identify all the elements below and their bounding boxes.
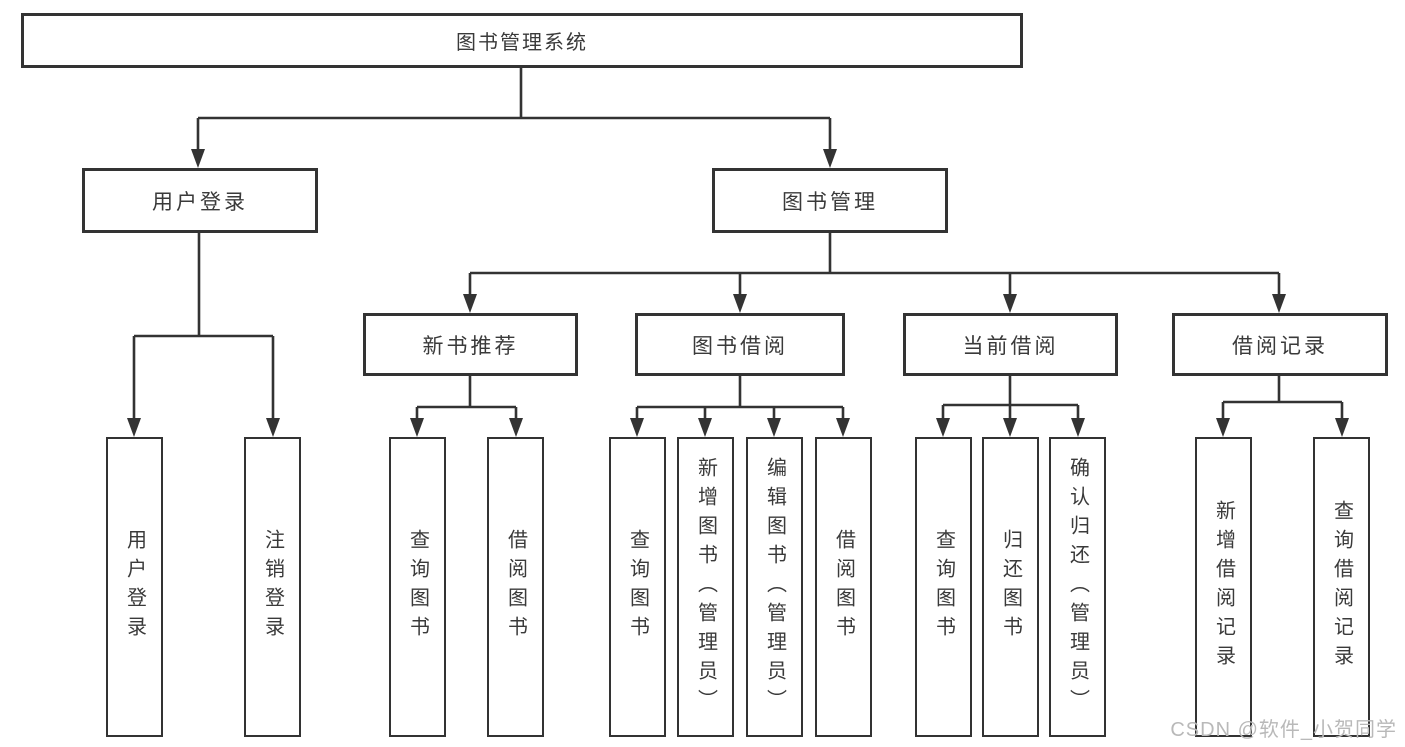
arrowhead [1003, 294, 1017, 313]
leaf-edit-book-admin: 编辑图书（管理员） [746, 437, 803, 737]
leaf-confirm-return-admin: 确认归还（管理员） [1049, 437, 1106, 737]
arrowhead [1003, 418, 1017, 437]
node-root: 图书管理系统 [21, 13, 1023, 68]
arrowhead [1335, 418, 1349, 437]
arrowhead [266, 418, 280, 437]
arrowhead [509, 418, 523, 437]
arrowhead [936, 418, 950, 437]
connector-user-login-to-children [127, 233, 280, 437]
arrowhead [767, 418, 781, 437]
arrowhead [191, 149, 205, 168]
arrowhead [630, 418, 644, 437]
arrowhead [836, 418, 850, 437]
leaf-logout: 注销登录 [244, 437, 301, 737]
leaf-query-book-recommend: 查询图书 [389, 437, 446, 737]
leaf-query-book-current: 查询图书 [915, 437, 972, 737]
leaf-query-borrow-record: 查询借阅记录 [1313, 437, 1370, 737]
connector-book-management-to-sections [463, 233, 1286, 313]
leaf-add-book-admin: 新增图书（管理员） [677, 437, 734, 737]
leaf-borrow-book-recommend: 借阅图书 [487, 437, 544, 737]
leaf-return-book: 归还图书 [982, 437, 1039, 737]
node-new-book-recommend: 新书推荐 [363, 313, 578, 376]
connector-new-book-recommend-to-children [410, 376, 523, 437]
arrowhead [823, 149, 837, 168]
arrowhead [733, 294, 747, 313]
leaf-borrow-book: 借阅图书 [815, 437, 872, 737]
leaf-query-book-borrow: 查询图书 [609, 437, 666, 737]
connector-current-borrow-to-children [936, 376, 1085, 437]
node-book-management: 图书管理 [712, 168, 948, 233]
connector-book-borrow-to-children [630, 376, 850, 437]
arrowhead [127, 418, 141, 437]
arrowhead [1272, 294, 1286, 313]
leaf-user-login: 用户登录 [106, 437, 163, 737]
connector-borrow-record-to-children [1216, 376, 1349, 437]
arrowhead [463, 294, 477, 313]
node-current-borrow: 当前借阅 [903, 313, 1118, 376]
connector-root-to-level1 [191, 68, 837, 168]
node-book-borrow: 图书借阅 [635, 313, 845, 376]
leaf-add-borrow-record: 新增借阅记录 [1195, 437, 1252, 737]
node-borrow-record: 借阅记录 [1172, 313, 1388, 376]
arrowhead [1216, 418, 1230, 437]
arrowhead [698, 418, 712, 437]
node-user-login: 用户登录 [82, 168, 318, 233]
arrowhead [410, 418, 424, 437]
arrowhead [1071, 418, 1085, 437]
